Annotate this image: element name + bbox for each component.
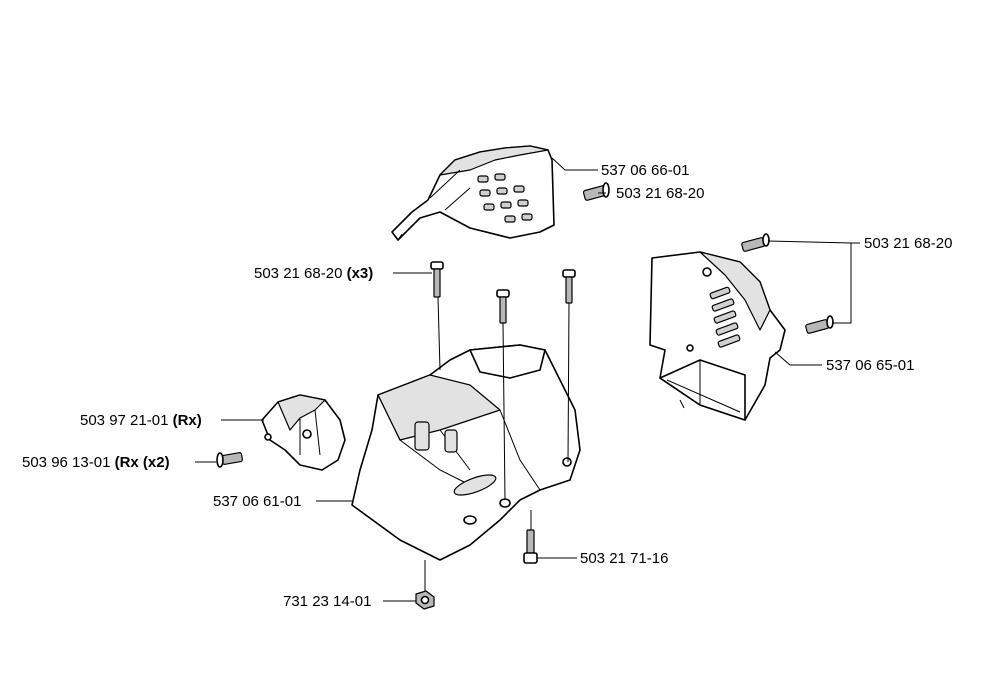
bracket-screw-part	[216, 452, 243, 468]
label-housing-screws-code: 503 21 68-20	[254, 265, 342, 282]
label-top-cover: 537 06 66-01	[601, 162, 689, 179]
label-housing-screws-qty: (x3)	[347, 265, 374, 282]
bottom-screw-part	[523, 529, 538, 564]
top-cover-screw-part	[582, 182, 610, 201]
label-housing-screws: 503 21 68-20 (x3)	[254, 265, 373, 282]
housing-screw-3	[562, 269, 576, 304]
label-bracket-screw-qty: (Rx (x2)	[115, 454, 170, 471]
label-bracket-qty: (Rx)	[173, 412, 202, 429]
main-housing-part	[351, 344, 581, 561]
label-bracket-screw: 503 96 13-01 (Rx (x2)	[22, 454, 170, 471]
label-right-cover-screws: 503 21 68-20	[864, 235, 952, 252]
label-top-cover-screw: 503 21 68-20	[616, 185, 704, 202]
label-bracket: 503 97 21-01 (Rx)	[80, 412, 202, 429]
label-bracket-screw-code: 503 96 13-01	[22, 454, 110, 471]
label-right-cover: 537 06 65-01	[826, 357, 914, 374]
housing-screw-1	[430, 261, 444, 298]
housing-screw-2	[496, 289, 510, 324]
label-nut: 731 23 14-01	[283, 593, 371, 610]
label-bottom-screw: 503 21 71-16	[580, 550, 668, 567]
label-bracket-code: 503 97 21-01	[80, 412, 168, 429]
leader-lines	[195, 157, 860, 602]
right-cover-screw-upper	[741, 233, 770, 252]
label-housing: 537 06 61-01	[213, 493, 301, 510]
right-cover-part	[649, 251, 786, 421]
top-cover-part	[391, 145, 555, 241]
right-cover-screw-lower	[805, 315, 834, 334]
nut-part	[415, 590, 435, 610]
bracket-part	[261, 394, 346, 471]
